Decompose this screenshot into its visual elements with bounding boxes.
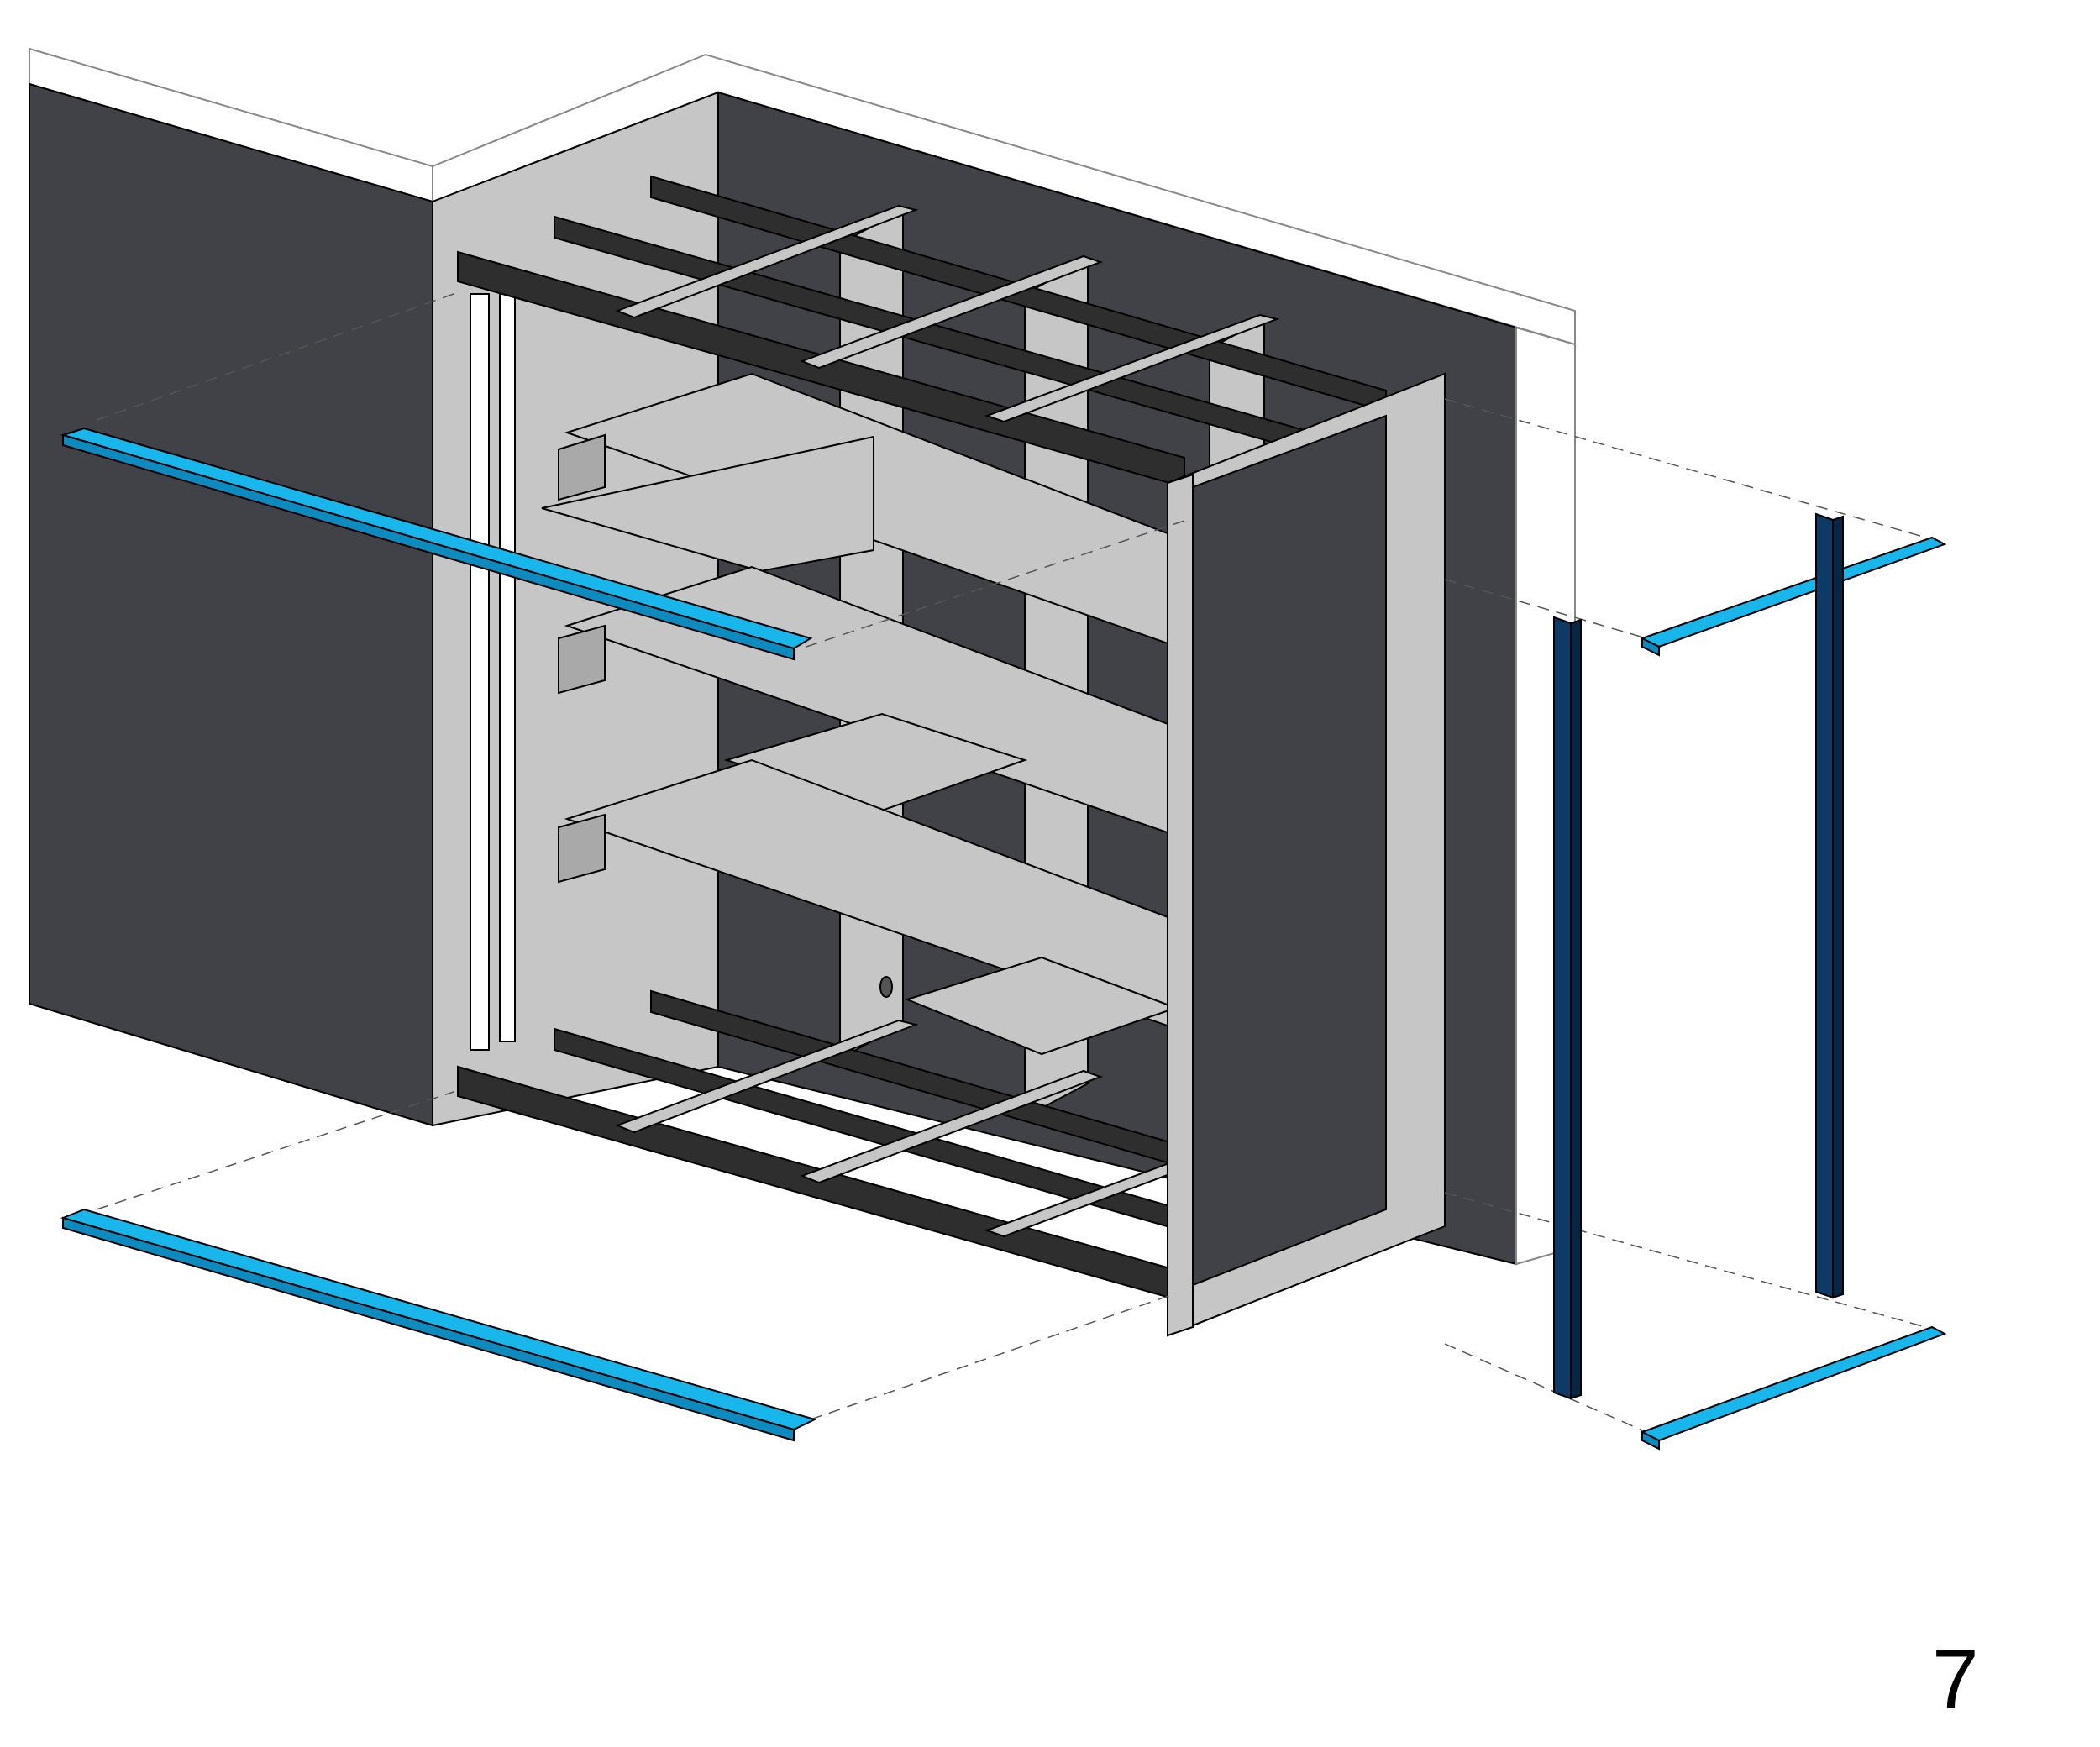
- side-slot: [470, 293, 490, 1051]
- assembly-guide-lines: [96, 293, 1941, 1433]
- front-frame: [1167, 372, 1446, 1337]
- top-cross-slat: [800, 254, 1103, 370]
- shelf-bracket: [558, 433, 606, 501]
- bottom-right-trim: [1640, 1325, 1947, 1442]
- bottom-right-trim-edge: [1641, 1430, 1660, 1451]
- side-slot: [499, 289, 516, 1042]
- bottom-left-trim-edge: [62, 1216, 795, 1442]
- top-left-trim-edge: [62, 433, 795, 661]
- bottom-cross-slat: [615, 1019, 919, 1134]
- guide-line: [806, 520, 1185, 648]
- top-slat-grid: [457, 175, 1387, 489]
- front-right-post: [1553, 616, 1572, 1400]
- shelf-board: [541, 435, 874, 573]
- frame-front-post: [1167, 473, 1194, 1337]
- guide-line: [1444, 1192, 1941, 1332]
- guide-line: [810, 1293, 1177, 1420]
- shelf-bracket: [558, 624, 606, 695]
- guide-line: [96, 293, 454, 421]
- guide-line: [1444, 1343, 1647, 1433]
- front-right-post-edge: [1570, 618, 1582, 1400]
- bottom-cross-slat: [800, 1069, 1103, 1184]
- top-cross-slat: [984, 313, 1280, 423]
- guide-line: [96, 1091, 454, 1210]
- posts: [1553, 512, 1844, 1400]
- peg-hole: [879, 976, 893, 998]
- top-right-trim-edge: [1641, 637, 1660, 657]
- trim-pieces: [60, 427, 1947, 1451]
- rear-right-post: [1815, 512, 1834, 1299]
- shelf-bracket: [558, 813, 606, 884]
- bottom-left-trim: [60, 1208, 817, 1431]
- guide-line: [1444, 579, 1647, 639]
- top-cross-slat: [615, 204, 919, 319]
- rear-right-post-edge: [1832, 515, 1844, 1299]
- top-right-trim: [1640, 536, 1947, 648]
- frame-opening: [1192, 414, 1387, 1287]
- guide-line: [1444, 398, 1941, 543]
- step-number: 7: [1932, 1633, 1979, 1727]
- wall-face-left: [29, 82, 433, 1127]
